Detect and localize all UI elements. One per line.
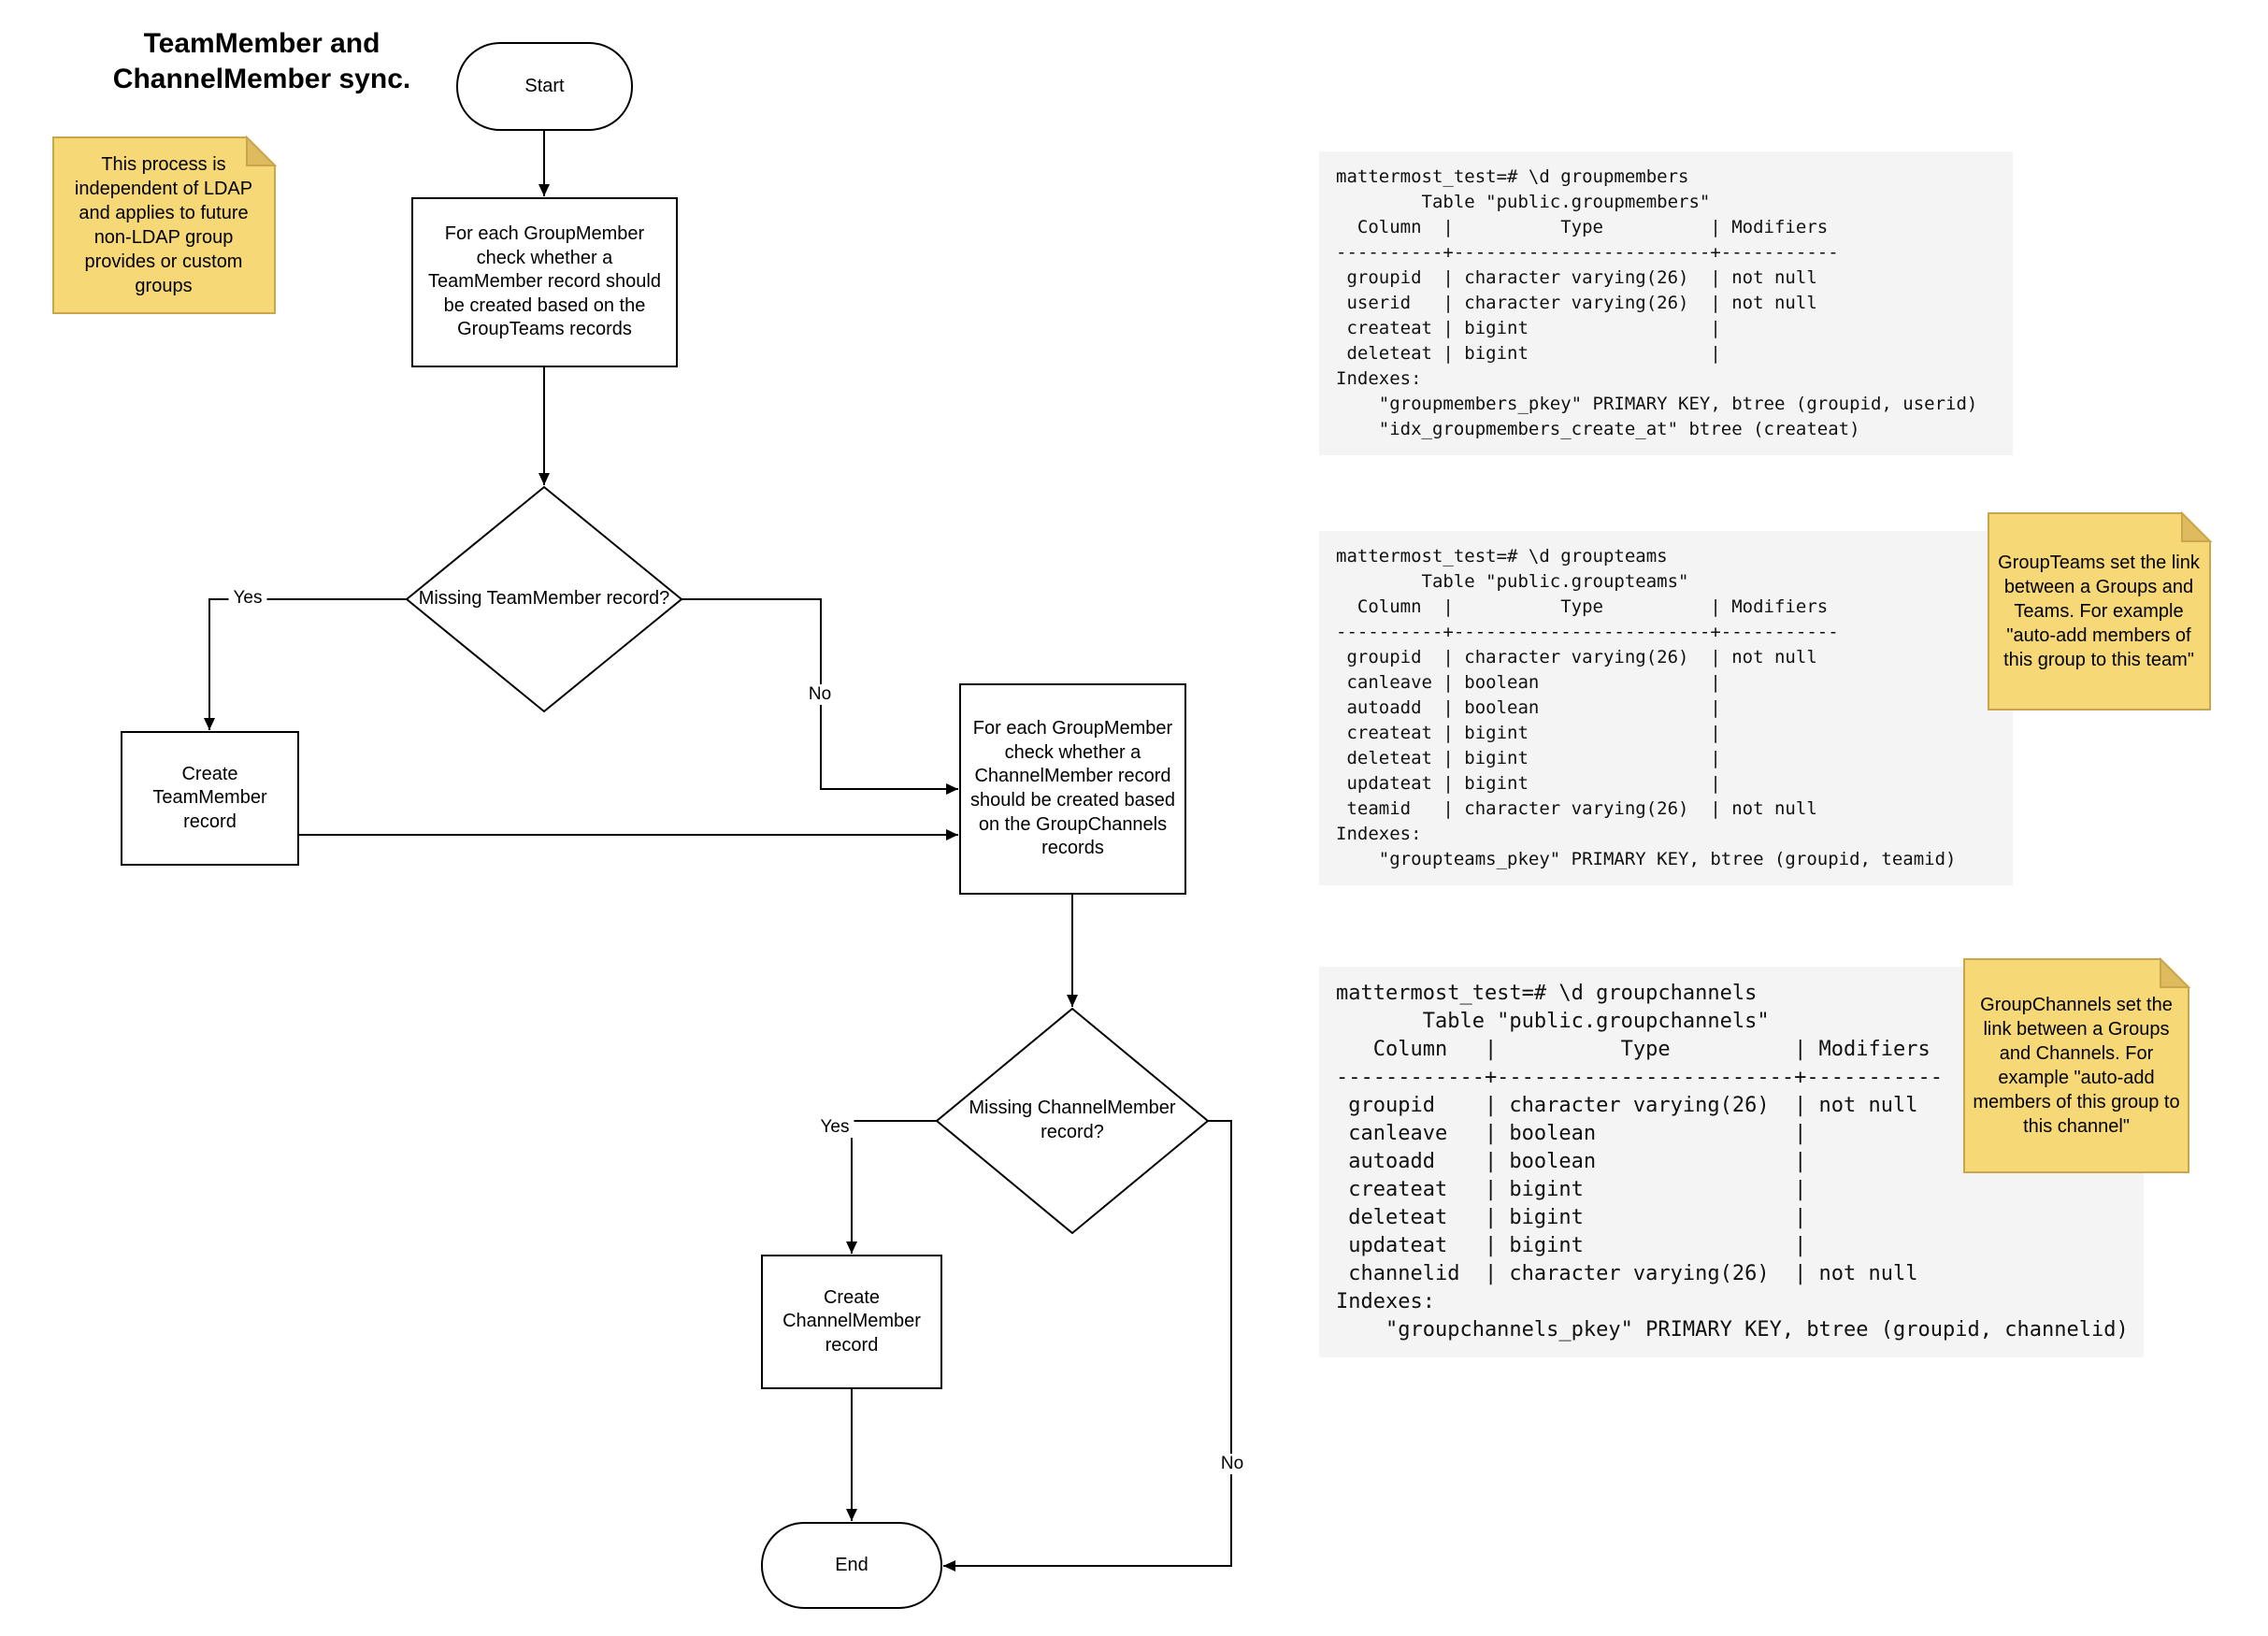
end-node-label: End xyxy=(835,1554,868,1575)
note-groupteams-fold-icon xyxy=(2181,510,2213,542)
note-groupchannels-shape xyxy=(1963,958,2189,1173)
create-channelmember-shape xyxy=(761,1255,942,1389)
edge-decision-team-yes xyxy=(204,598,407,730)
note-ldap-shape xyxy=(52,136,276,314)
process-channelmember-label: For each GroupMember check whether a Cha… xyxy=(969,718,1176,859)
note-ldap-fold-icon xyxy=(246,135,278,166)
create-channelmember-label: Create ChannelMember record xyxy=(782,1286,921,1356)
terminal-groupteams: mattermost_test=# \d groupteams Table "p… xyxy=(1319,531,2013,885)
decision-missing-teammember-label: Missing TeamMember record? xyxy=(418,588,670,610)
terminal-groupmembers: mattermost_test=# \d groupmembers Table … xyxy=(1319,151,2013,455)
end-node-shape xyxy=(761,1522,942,1609)
process-teammember-shape xyxy=(411,197,678,367)
note-groupchannels-text: GroupChannels set the link between a Gro… xyxy=(1973,995,2180,1137)
note-groupchannels-fold-icon xyxy=(2160,956,2191,988)
note-groupteams-shape xyxy=(1988,512,2211,710)
process-channelmember-shape xyxy=(959,683,1186,895)
process-teammember-label: For each GroupMember check whether a Tea… xyxy=(428,223,661,340)
note-groupteams-text: GroupTeams set the link between a Groups… xyxy=(1998,553,2200,670)
diagram-title: TeamMember and ChannelMember sync. xyxy=(112,28,411,94)
decision-missing-channelmember-shape xyxy=(935,1007,1210,1235)
start-node-label: Start xyxy=(524,75,565,96)
edge-label-channel-no: No xyxy=(1215,1454,1249,1474)
create-teammember-shape xyxy=(121,731,299,866)
create-teammember-label: Create TeamMember record xyxy=(152,763,267,832)
edge-label-team-no: No xyxy=(803,684,837,705)
edge-label-channel-yes: Yes xyxy=(815,1117,854,1138)
edge-label-team-yes: Yes xyxy=(228,588,267,609)
note-ldap-text: This process is independent of LDAP and … xyxy=(74,154,253,296)
edge-decision-channel-no xyxy=(943,1120,1232,1571)
edge-decision-channel-yes xyxy=(846,1120,937,1254)
decision-missing-channelmember-label: Missing ChannelMember record? xyxy=(969,1098,1176,1142)
decision-missing-teammember-shape xyxy=(405,485,683,713)
